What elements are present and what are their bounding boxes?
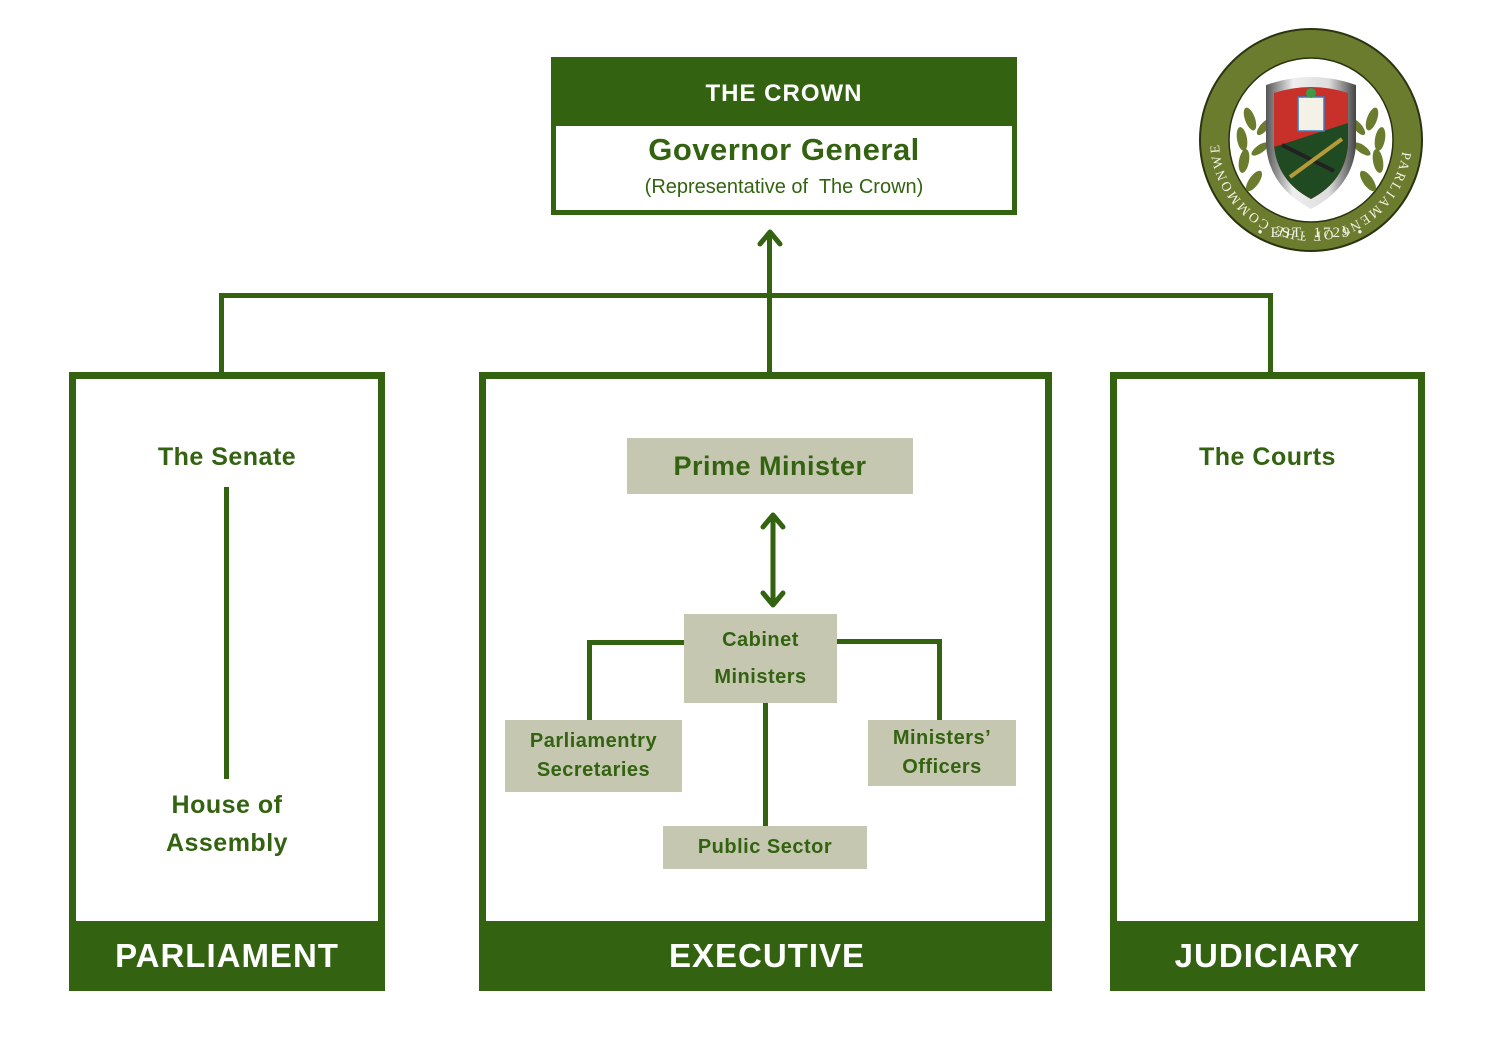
- cabinet-ministers-box: Cabinet Ministers: [684, 614, 837, 703]
- parl-sec-line2: Secretaries: [536, 759, 651, 781]
- crown-header: THE CROWN: [556, 62, 1012, 126]
- cabinet-officers-connector-h: [836, 639, 942, 644]
- house-of-assembly-line2: Assembly: [165, 829, 289, 857]
- crown-pm-connector: [767, 232, 772, 418]
- courts-label: The Courts: [1199, 443, 1336, 471]
- governor-general-title: Governor General: [648, 132, 920, 167]
- cabinet-parlsec-connector-v: [587, 640, 592, 722]
- cabinet-parlsec-connector-h: [587, 640, 697, 645]
- crown-box: THE CROWN Governor General (Representati…: [551, 57, 1017, 215]
- cabinet-public-sector-connector: [763, 703, 768, 833]
- ministers-officers-line2: Officers: [902, 756, 982, 778]
- pm-cabinet-arrow-icon: [760, 512, 786, 608]
- judiciary-label: JUDICIARY: [1110, 921, 1425, 991]
- cabinet-officers-connector-v: [937, 639, 942, 723]
- senate-assembly-connector: [224, 487, 229, 779]
- judiciary-branch: The Courts JUDICIARY: [1110, 372, 1425, 991]
- house-of-assembly-line1: House of: [171, 791, 283, 819]
- judiciary-connector: [1268, 293, 1273, 375]
- branch-connector-horizontal: [219, 293, 1273, 298]
- executive-branch: Prime Minister Cabinet Ministers Parliam…: [479, 372, 1052, 991]
- cabinet-ministers-line2: Ministers: [714, 665, 807, 688]
- parliament-connector: [219, 293, 224, 375]
- prime-minister-box: Prime Minister: [627, 438, 913, 494]
- governor-general-subtitle: (Representative of The Crown): [644, 176, 924, 198]
- parl-sec-line1: Parliamentry: [529, 730, 658, 752]
- ministers-officers-line1: Ministers’: [892, 727, 992, 749]
- parliamentary-secretaries-box: Parliamentry Secretaries: [505, 720, 682, 792]
- cabinet-ministers-line1: Cabinet: [722, 628, 799, 651]
- public-sector-box: Public Sector: [663, 826, 867, 869]
- ministers-officers-box: Ministers’ Officers: [868, 720, 1016, 786]
- executive-label: EXECUTIVE: [482, 921, 1052, 991]
- seal-established: • EST. 1729 •: [1257, 225, 1364, 241]
- parliament-seal-icon: PARLIAMENT OF THE COMMONWEALTH OF THE BA…: [1191, 15, 1424, 253]
- parliament-label: PARLIAMENT: [69, 921, 385, 991]
- parliament-branch: The Senate House of Assembly PARLIAMENT: [69, 372, 385, 991]
- laurel-right-icon: [1350, 107, 1386, 192]
- senate-label: The Senate: [157, 443, 297, 471]
- shield-icon: [1266, 77, 1356, 209]
